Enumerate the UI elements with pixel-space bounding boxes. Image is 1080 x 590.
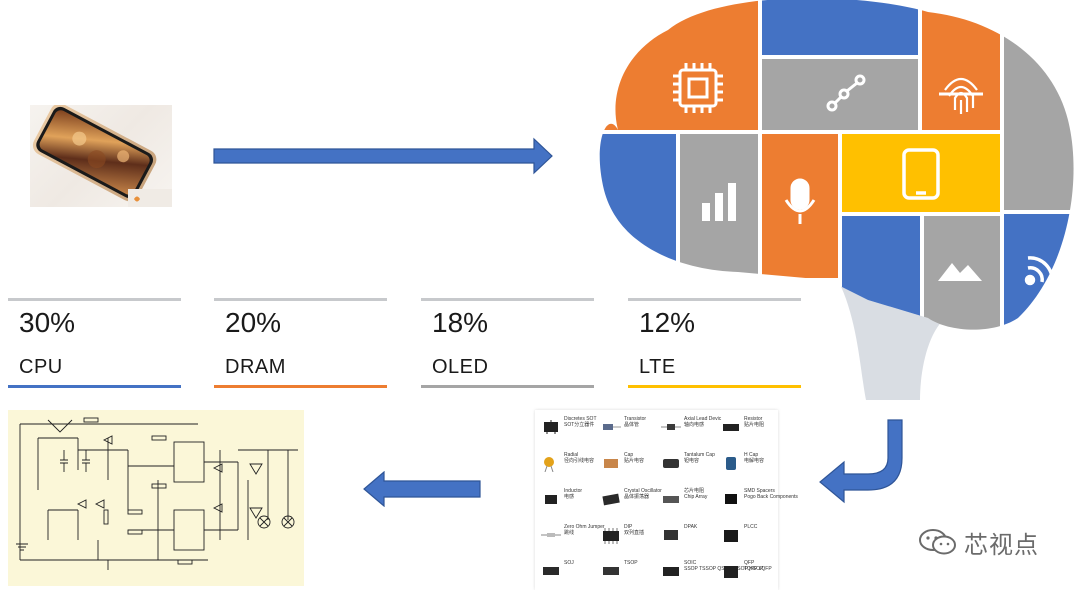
component-name: Tantalum Cap bbox=[684, 452, 715, 458]
stat-percent: 12% bbox=[639, 307, 696, 338]
divider bbox=[628, 298, 801, 301]
component-subtitle: Chip Array bbox=[684, 494, 708, 500]
fingerprint-icon bbox=[939, 77, 983, 114]
stat-label: LTE bbox=[639, 356, 676, 378]
chip-icon bbox=[673, 63, 723, 113]
component-subtitle: 钽电容 bbox=[684, 458, 700, 464]
component-name: DPAK bbox=[684, 524, 698, 530]
component-name: Inductor bbox=[564, 488, 583, 494]
accent-underline bbox=[8, 385, 181, 388]
stat-percent: 30% bbox=[19, 307, 76, 338]
component-name: PLCC bbox=[744, 524, 758, 530]
stat-percent: 18% bbox=[432, 307, 489, 338]
accent-underline bbox=[421, 385, 594, 388]
divider bbox=[214, 298, 387, 301]
watermark-text: 芯视点 bbox=[964, 530, 1039, 559]
component-name: TSOP bbox=[624, 560, 638, 566]
microphone-icon bbox=[784, 178, 816, 224]
component-subtitle: 贴片电容 bbox=[624, 458, 645, 464]
component-name: Zero Ohm Jumper bbox=[564, 524, 605, 530]
component-subtitle: 贴片电阻 bbox=[744, 422, 765, 428]
component-name: 芯片电阻 bbox=[684, 488, 705, 494]
curved-arrow-icon bbox=[819, 419, 903, 504]
component-name: Discretes SOT bbox=[564, 416, 597, 422]
route-icon bbox=[826, 74, 866, 112]
component-name: SMD Spacers bbox=[744, 488, 775, 494]
accent-underline bbox=[214, 385, 387, 388]
component-item: PLCC bbox=[719, 522, 779, 556]
component-name: SOJ bbox=[564, 560, 574, 566]
component-name: DIP bbox=[624, 524, 633, 530]
smartphone-photo bbox=[30, 105, 172, 207]
component-item: DPAK bbox=[659, 522, 719, 556]
component-subtitle: 双列直插 bbox=[624, 530, 645, 536]
stat-label: DRAM bbox=[225, 356, 286, 378]
component-item: TSOP bbox=[599, 558, 659, 590]
brain-graphic bbox=[598, 0, 1080, 400]
component-name: QFP bbox=[744, 560, 755, 566]
stat-percent: 20% bbox=[225, 307, 282, 338]
divider bbox=[421, 298, 594, 301]
watermark: 芯视点 bbox=[918, 524, 1039, 560]
component-name: Crystal Oscillator bbox=[624, 488, 662, 494]
component-subtitle: 晶体振荡器 bbox=[624, 494, 650, 500]
circuit-schematic bbox=[8, 410, 304, 586]
stat-cpu: 30% CPU bbox=[8, 298, 181, 390]
component-item: SOJ bbox=[539, 558, 599, 590]
stat-label: OLED bbox=[432, 356, 489, 378]
component-name: Transistor bbox=[624, 416, 647, 422]
component-subtitle: 径向引线电容 bbox=[564, 458, 595, 464]
wechat-icon bbox=[919, 529, 956, 555]
component-name: Cap bbox=[624, 452, 634, 458]
component-name: Radial bbox=[564, 452, 579, 458]
stat-oled: 18% OLED bbox=[421, 298, 594, 390]
component-subtitle: 电解电容 bbox=[744, 458, 765, 464]
component-subtitle: TQFP LQFP bbox=[744, 566, 772, 572]
divider bbox=[8, 298, 181, 301]
component-name: Resistor bbox=[744, 416, 763, 422]
stat-dram: 20% DRAM bbox=[214, 298, 387, 390]
wifi-signal-icon bbox=[1024, 256, 1054, 286]
component-subtitle: 晶体管 bbox=[624, 422, 640, 428]
mountain-image-icon bbox=[938, 263, 982, 281]
stat-lte: 12% LTE bbox=[628, 298, 801, 390]
left-arrow-icon bbox=[363, 471, 481, 507]
component-subtitle: SSOP TSSOP QSOP MSOP HSOP bbox=[684, 566, 764, 572]
component-subtitle: SOT分立器件 bbox=[564, 422, 595, 428]
component-name: Axial Lead Devic bbox=[684, 416, 722, 422]
component-name: H Cap bbox=[744, 452, 759, 458]
component-subtitle: 轴向电感 bbox=[684, 422, 705, 428]
smartphone-icon bbox=[902, 148, 940, 200]
component-name: SOIC bbox=[684, 560, 697, 566]
stat-label: CPU bbox=[19, 356, 63, 378]
component-subtitle: 跳线 bbox=[564, 530, 575, 536]
right-arrow-icon bbox=[213, 137, 553, 175]
component-subtitle: Pogo Back Components bbox=[744, 494, 798, 500]
component-subtitle: 电感 bbox=[564, 494, 575, 500]
bar-chart-icon bbox=[702, 183, 736, 221]
accent-underline bbox=[628, 385, 801, 388]
